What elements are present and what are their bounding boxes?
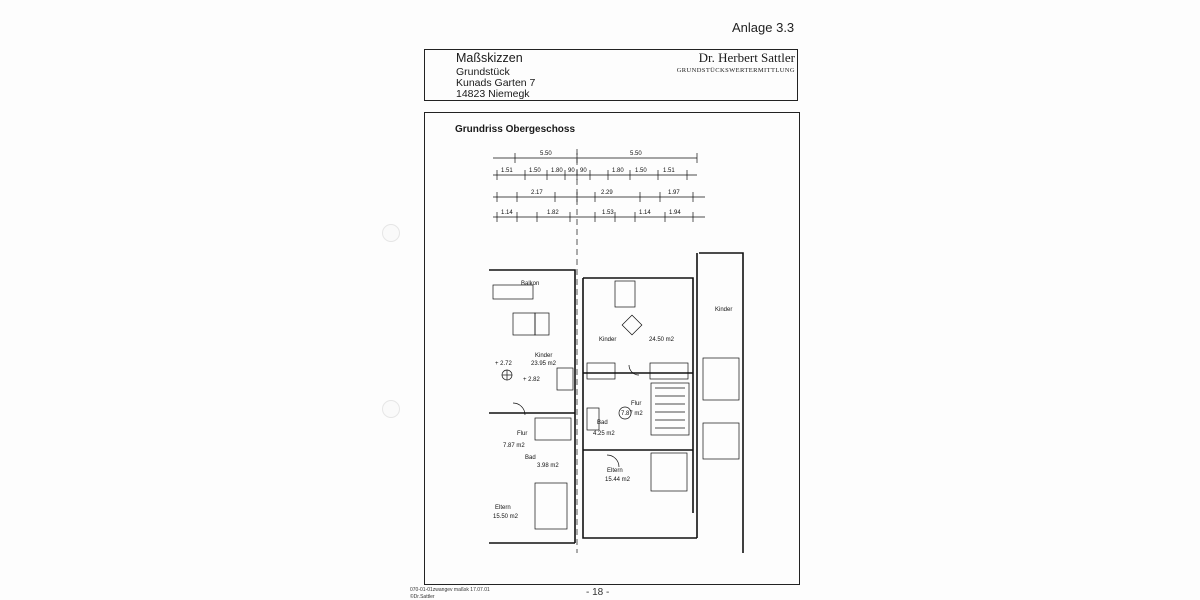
wall xyxy=(583,277,694,513)
level-label: + 2.72 xyxy=(495,361,513,367)
dimension-label: 2.29 xyxy=(601,190,613,196)
toilet-icon xyxy=(618,406,632,420)
header-box: Maßskizzen Grundstück Kunads Garten 7 14… xyxy=(424,49,798,101)
room-area: 7.87 m2 xyxy=(621,411,643,417)
dimension-label: 1.14 xyxy=(501,210,513,216)
annex-label: Anlage 3.3 xyxy=(732,20,795,35)
punch-hole xyxy=(382,400,400,418)
dimension-label: 5.50 xyxy=(540,151,552,157)
bed-icon xyxy=(650,452,688,492)
room-name: Kinder xyxy=(599,337,616,343)
bathtub-icon xyxy=(534,417,572,441)
property-label: Grundstück xyxy=(456,66,510,78)
dimension-label: 1.51 xyxy=(663,168,675,174)
floor-plan-box: Grundriss Obergeschoss xyxy=(424,112,800,585)
bed-icon xyxy=(534,482,568,530)
dimension-label: 90 xyxy=(568,168,575,174)
cabinet-icon xyxy=(614,280,636,308)
author-name: Dr. Herbert Sattler xyxy=(698,50,795,65)
dimension-label: 5.50 xyxy=(630,151,642,157)
table-icon xyxy=(534,312,550,336)
room-area: 3.98 m2 xyxy=(537,463,559,469)
dimension-label: 1.80 xyxy=(551,168,563,174)
dimension-label: 1.53 xyxy=(602,210,614,216)
author-subtitle: GRUNDSTÜCKSWERTERMITTLUNG xyxy=(676,67,795,74)
dimension-label: 1.50 xyxy=(529,168,541,174)
dimension-ticks xyxy=(496,153,698,222)
property-address: Kunads Garten 7 xyxy=(456,77,536,89)
bed-icon xyxy=(649,362,689,380)
punch-hole xyxy=(382,224,400,242)
dimension-label: 90 xyxy=(580,168,587,174)
bed-icon xyxy=(702,422,740,460)
wall xyxy=(699,252,744,553)
room-area: 15.44 m2 xyxy=(605,477,631,483)
file-reference: 070-01-01zwangev maßsk 17.07.01 xyxy=(410,587,490,593)
floor-plan-drawing: 5.50 5.50 1.51 1.50 1.80 90 90 1.80 1.50… xyxy=(489,149,744,553)
room-name: Kinder xyxy=(715,307,732,313)
room-name: Flur xyxy=(631,401,641,407)
wall xyxy=(489,269,576,543)
plan-title: Grundriss Obergeschoss xyxy=(455,124,576,135)
door-swing-icon xyxy=(512,402,526,416)
room-name: Bad xyxy=(597,420,608,426)
level-label: + 2.82 xyxy=(523,377,541,383)
door-swing-icon xyxy=(606,454,620,468)
room-name: Eltern xyxy=(607,468,623,474)
table-icon xyxy=(512,312,536,336)
stair-icon xyxy=(650,382,690,436)
wardrobe-icon xyxy=(556,367,574,391)
doc-title: Maßskizzen xyxy=(456,51,523,65)
balcony-rail xyxy=(492,284,534,300)
dimension-label: 1.14 xyxy=(639,210,651,216)
room-name: Flur xyxy=(517,431,527,437)
dimension-label: 2.17 xyxy=(531,190,543,196)
stair-steps-icon xyxy=(655,387,685,429)
copyright: ©Dr.Sattler xyxy=(410,594,435,600)
room-area: 15.50 m2 xyxy=(493,514,519,520)
dimension-label: 1.50 xyxy=(635,168,647,174)
door-swing-icon xyxy=(628,364,640,376)
dimension-label: 1.94 xyxy=(669,210,681,216)
room-area: 7.87 m2 xyxy=(503,443,525,449)
room-name: Kinder xyxy=(535,353,552,359)
room-name: Balkon xyxy=(521,281,539,287)
dimension-label: 1.82 xyxy=(547,210,559,216)
room-area: 23.95 m2 xyxy=(531,361,557,367)
room-area: 24.50 m2 xyxy=(649,337,675,343)
stair-icon xyxy=(702,357,740,401)
wall xyxy=(582,278,697,539)
room-name: Eltern xyxy=(495,505,511,511)
dimension-label: 1.80 xyxy=(612,168,624,174)
dimension-label: 1.51 xyxy=(501,168,513,174)
bed-icon xyxy=(586,362,616,380)
room-name: Bad xyxy=(525,455,536,461)
dimension-label: 1.97 xyxy=(668,190,680,196)
room-area: 4.25 m2 xyxy=(593,431,615,437)
page-number: - 18 - xyxy=(586,587,610,598)
bathtub-icon xyxy=(586,407,600,431)
property-city: 14823 Niemegk xyxy=(456,88,530,100)
table-icon xyxy=(621,314,643,336)
